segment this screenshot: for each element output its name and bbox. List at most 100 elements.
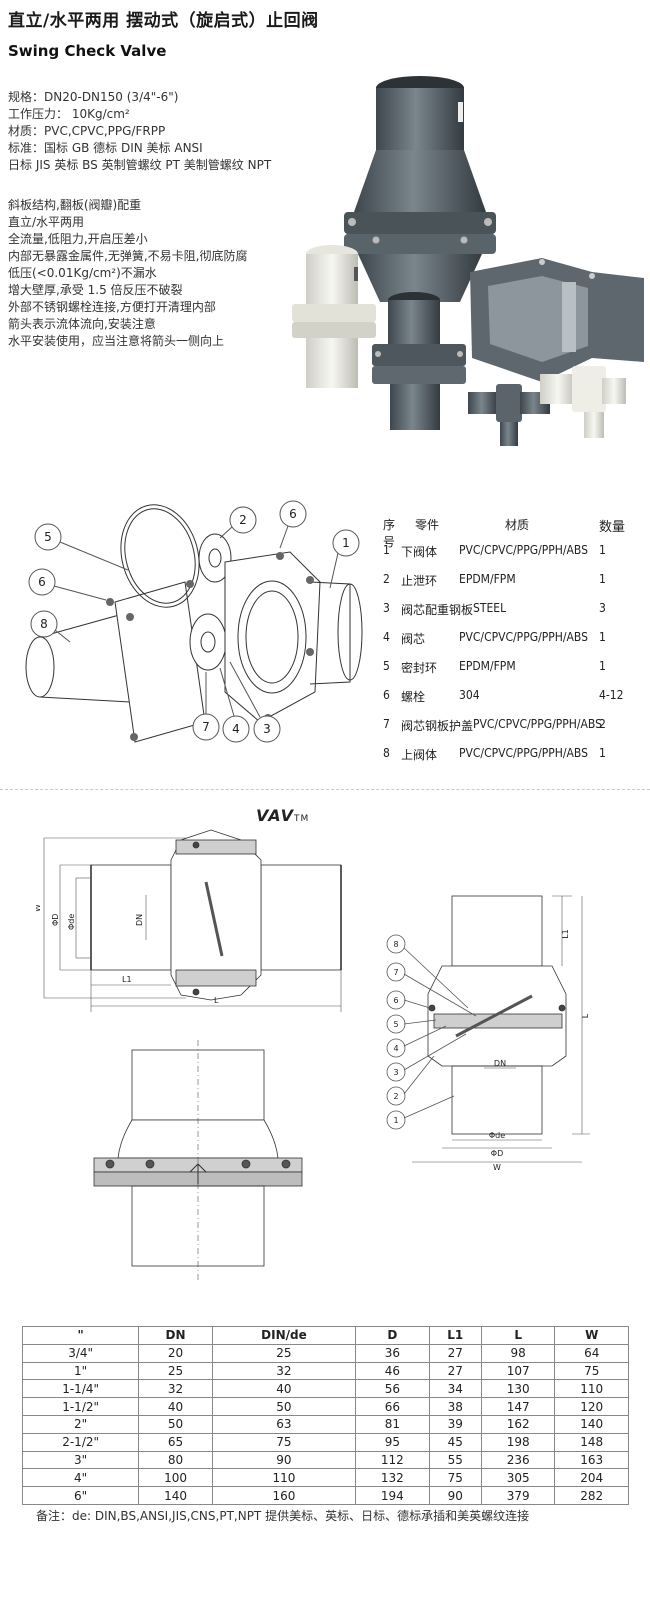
- part-material: PVC/CPVC/PPG/PPH/ABS: [473, 717, 602, 731]
- callout-label: 8: [393, 940, 398, 949]
- table-cell: 25: [138, 1361, 213, 1381]
- dim-label: Φde: [67, 914, 76, 930]
- part-name: 下阀体: [401, 545, 438, 559]
- feature-item: 箭头表示流体流向,安装注意: [8, 317, 156, 331]
- table-cell: 1-1/4": [21, 1379, 140, 1399]
- table-header-cell: L: [480, 1326, 556, 1345]
- callout-label: 6: [393, 996, 398, 1005]
- table-cell: 198: [480, 1432, 556, 1452]
- section-divider: [0, 789, 650, 790]
- table-cell: 65: [138, 1432, 213, 1452]
- callout-label: 3: [393, 1068, 398, 1077]
- table-cell: 1": [21, 1361, 140, 1381]
- callout-label: 4: [393, 1044, 398, 1053]
- parts-row: 7 阀芯钢板护盖 PVC/CPVC/PPG/PPH/ABS 2: [383, 717, 645, 746]
- table-cell: 163: [554, 1450, 629, 1470]
- dim-label: W: [493, 1163, 501, 1172]
- spec-item: 标准：国标 GB 德标 DIN 美标 ANSI: [8, 141, 203, 155]
- spec-item: 材质：PVC,CPVC,PPG/FRPP: [8, 124, 166, 138]
- callout-label: 1: [393, 1116, 398, 1125]
- table-cell: 4": [21, 1468, 140, 1488]
- dim-label: ΦD: [491, 1149, 503, 1158]
- part-name: 止泄环: [401, 574, 438, 588]
- parts-row: 4 阀芯 PVC/CPVC/PPG/PPH/ABS 1: [383, 630, 645, 659]
- parts-row: 1 下阀体 PVC/CPVC/PPG/PPH/ABS 1: [383, 543, 645, 572]
- part-qty: 2: [599, 717, 606, 731]
- table-cell: 194: [355, 1486, 430, 1505]
- table-cell: 63: [211, 1414, 357, 1434]
- part-no: 3: [383, 601, 390, 615]
- table-header-cell: DN: [138, 1326, 213, 1345]
- feature-list: 斜板结构,翻板(阀瓣)配重 直立/水平两用 全流量,低阻力,开启压差小 内部无暴…: [8, 197, 247, 350]
- table-cell: 90: [428, 1486, 482, 1505]
- callout-label: 3: [263, 722, 271, 736]
- feature-item: 全流量,低阻力,开启压差小: [8, 232, 148, 246]
- table-cell: 25: [211, 1343, 357, 1363]
- table-cell: 132: [355, 1468, 430, 1488]
- footnote: 备注：de: DIN,BS,ANSI,JIS,CNS,PT,NPT 提供美标、英…: [36, 1509, 530, 1523]
- table-cell: 3/4": [21, 1343, 140, 1363]
- dimension-lines: [412, 895, 590, 1163]
- part-material: EPDM/FPM: [459, 572, 516, 586]
- table-cell: 95: [355, 1432, 430, 1452]
- callout-label: 2: [393, 1092, 398, 1101]
- callout-label: 2: [239, 513, 247, 527]
- callout-label: 7: [202, 720, 210, 734]
- table-header-cell: L1: [428, 1326, 482, 1345]
- feature-item: 内部无暴露金属件,无弹簧,不易卡阻,彻底防腐: [8, 249, 248, 263]
- table-cell: 40: [138, 1397, 213, 1416]
- inlet-body: [224, 551, 363, 723]
- dim-label: L1: [122, 975, 132, 984]
- parts-row: 6 螺栓 304 4-12: [383, 688, 645, 717]
- table-cell: 55: [428, 1450, 482, 1470]
- stop-ring: [198, 533, 232, 583]
- table-cell: 130: [480, 1379, 556, 1399]
- part-qty: 1: [599, 630, 606, 644]
- part-no: 6: [383, 688, 390, 702]
- table-cell: 282: [554, 1486, 629, 1505]
- feature-item: 增大壁厚,承受 1.5 倍反压不破裂: [8, 283, 183, 297]
- dim-label: W: [36, 904, 42, 912]
- part-material: PVC/CPVC/PPG/PPH/ABS: [459, 630, 588, 644]
- callout-label: 5: [44, 530, 52, 544]
- large-grey-valve: [344, 76, 496, 302]
- table-header-cell: ": [21, 1326, 140, 1345]
- part-name: 密封环: [401, 661, 438, 675]
- parts-header-cell: 序号: [383, 518, 396, 549]
- table-cell: 81: [355, 1414, 430, 1434]
- dimension-lines: [43, 837, 342, 1012]
- callout-circles: [386, 934, 477, 1130]
- part-qty: 1: [599, 746, 606, 760]
- table-cell: 2": [21, 1414, 140, 1434]
- feature-item: 直立/水平两用: [8, 215, 85, 229]
- part-name: 阀芯: [401, 632, 426, 646]
- part-material: PVC/CPVC/PPG/PPH/ABS: [459, 746, 588, 760]
- parts-header-row: 序号 零件 材质 数量: [383, 516, 645, 549]
- table-cell: 6": [21, 1486, 140, 1505]
- table-cell: 75: [428, 1468, 482, 1488]
- parts-header-cell: 材质: [505, 518, 530, 532]
- parts-row: 8 上阀体 PVC/CPVC/PPG/PPH/ABS 1: [383, 746, 645, 775]
- table-cell: 110: [211, 1468, 357, 1488]
- table-header-cell: DIN/de: [211, 1326, 357, 1345]
- table-cell: 3": [21, 1450, 140, 1470]
- dim-label: ΦD: [51, 914, 60, 926]
- table-cell: 66: [355, 1397, 430, 1416]
- callout-circles: [28, 500, 360, 743]
- table-cell: 75: [211, 1432, 357, 1452]
- front-elevation-drawing: [93, 1040, 303, 1280]
- table-cell: 162: [480, 1414, 556, 1434]
- part-name: 阀芯配重钢板: [401, 603, 474, 617]
- parts-row: 3 阀芯配重钢板 STEEL 3: [383, 601, 645, 630]
- valve-front-outline: [93, 1040, 303, 1280]
- table-cell: 45: [428, 1432, 482, 1452]
- part-material: PVC/CPVC/PPG/PPH/ABS: [459, 543, 588, 557]
- part-name: 阀芯钢板护盖: [401, 719, 473, 733]
- table-cell: 140: [554, 1414, 629, 1434]
